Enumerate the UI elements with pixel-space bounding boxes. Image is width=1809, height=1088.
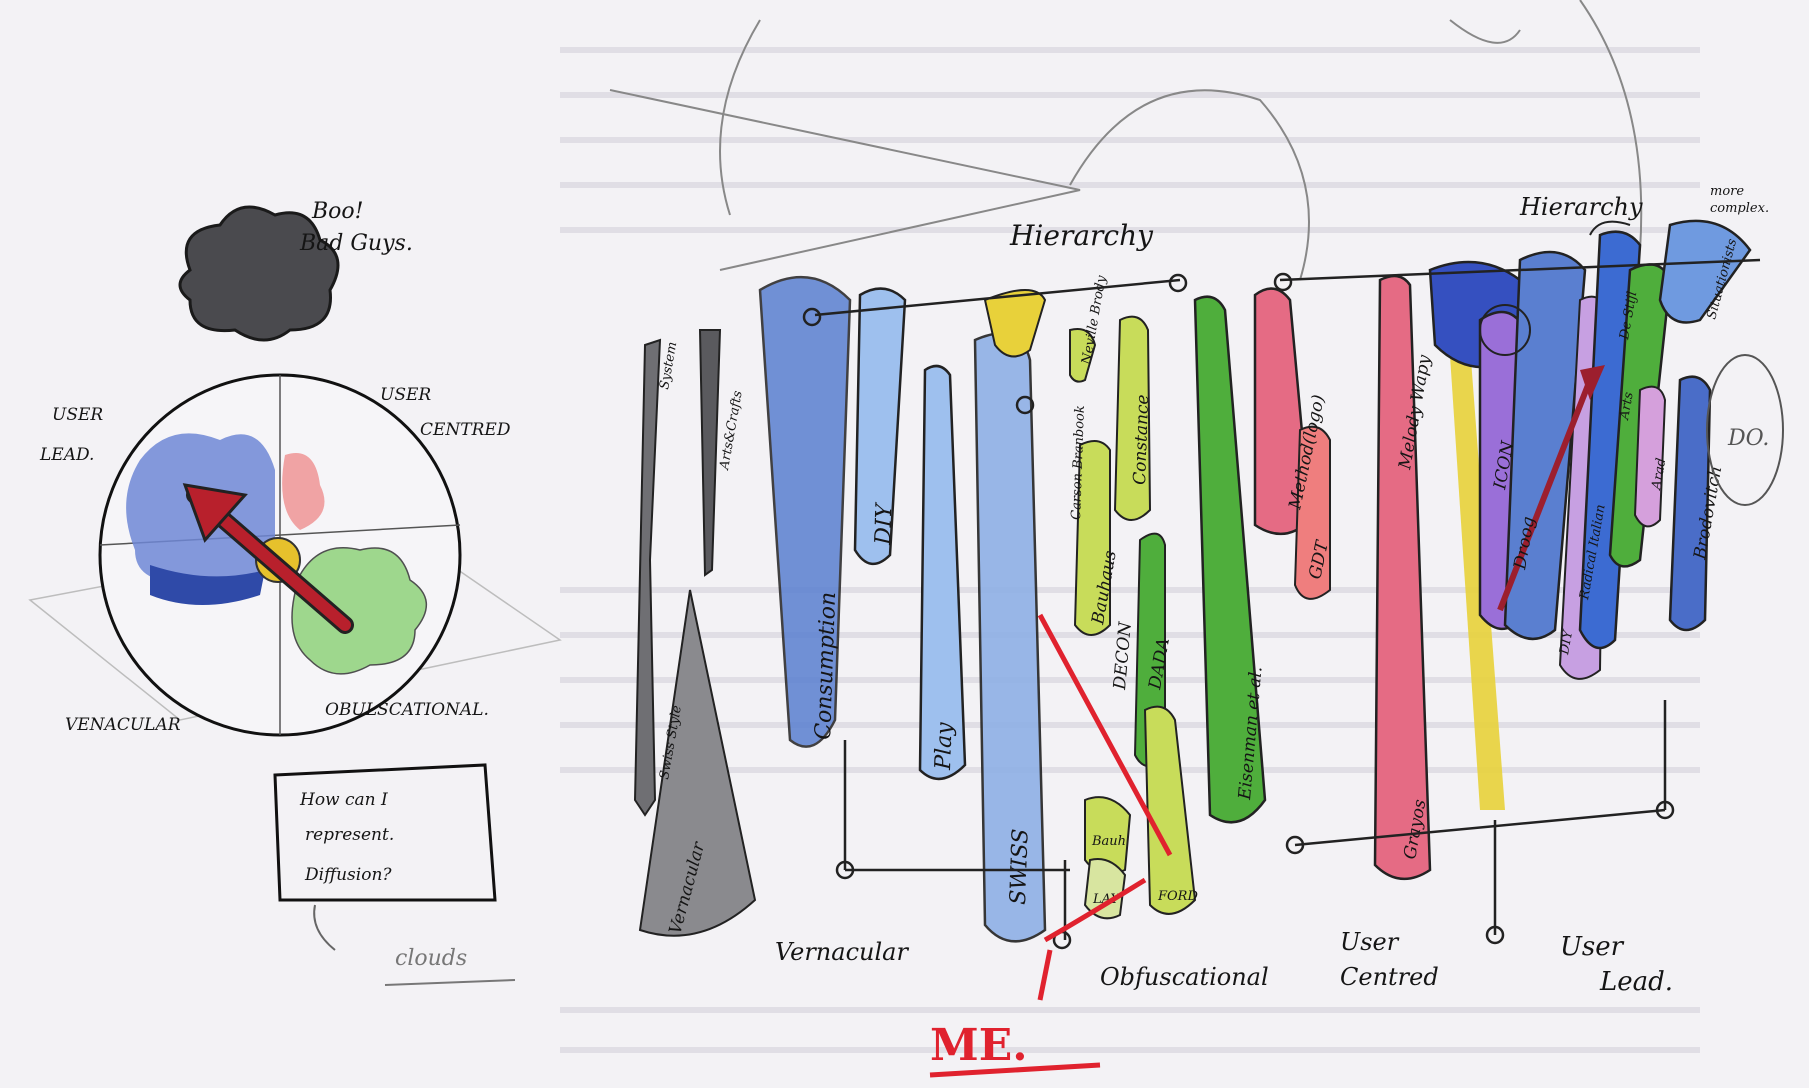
cloud-caption-2: Bad Guys. <box>299 231 413 256</box>
clouds-note: clouds <box>395 946 467 971</box>
axis-obfuscational: Obfuscational <box>1100 963 1269 991</box>
quadrant-user-lead-1: USER <box>52 405 103 425</box>
axis-vernacular: Vernacular <box>775 938 909 966</box>
question-line-2: represent. <box>305 825 394 845</box>
question-line-3: Diffusion? <box>304 865 392 885</box>
label-ford: FORD <box>1157 889 1198 904</box>
me-mark: ME. <box>930 1020 1028 1071</box>
quadrant-user-lead-2: LEAD. <box>39 445 94 465</box>
hierarchy-top: Hierarchy <box>1009 219 1154 252</box>
label-consumption: Consumption <box>811 591 841 740</box>
label-bauh: Bauh <box>1091 834 1126 849</box>
me-line <box>930 615 1170 1075</box>
label-play: Play <box>931 721 958 771</box>
axis-user-lead-1: User <box>1560 932 1625 962</box>
pink-shapes <box>1255 276 1505 879</box>
label-arts-crafts: Arts&Crafts <box>717 389 746 471</box>
question-line-1: How can I <box>299 790 388 810</box>
axis-user-lead-2: Lead. <box>1599 967 1673 997</box>
axis-user-centred-2: Centred <box>1340 963 1439 991</box>
more-annotation-2: complex. <box>1710 201 1769 216</box>
label-diy-left: DIY <box>871 501 898 546</box>
label-constance: Constance <box>1130 394 1153 485</box>
axis-user-centred-1: User <box>1340 928 1400 956</box>
more-annotation-1: more <box>1710 184 1744 199</box>
quadrant-user-centred-2: CENTRED <box>420 420 511 440</box>
quadrant-user-centred-1: USER <box>380 385 431 405</box>
blue-shapes <box>760 277 1045 941</box>
cloud-caption-1: Boo! <box>311 199 364 224</box>
bad-guys-cloud <box>180 207 338 340</box>
do-mark: DO. <box>1727 426 1769 451</box>
hierarchy-right: Hierarchy <box>1519 193 1643 221</box>
label-system: System <box>657 341 680 391</box>
quadrant-vernacular: VENACULAR <box>65 715 181 735</box>
quadrant-obfuscational: OBULSCATIONAL. <box>325 700 489 720</box>
label-swiss: SWISS <box>1006 828 1034 905</box>
